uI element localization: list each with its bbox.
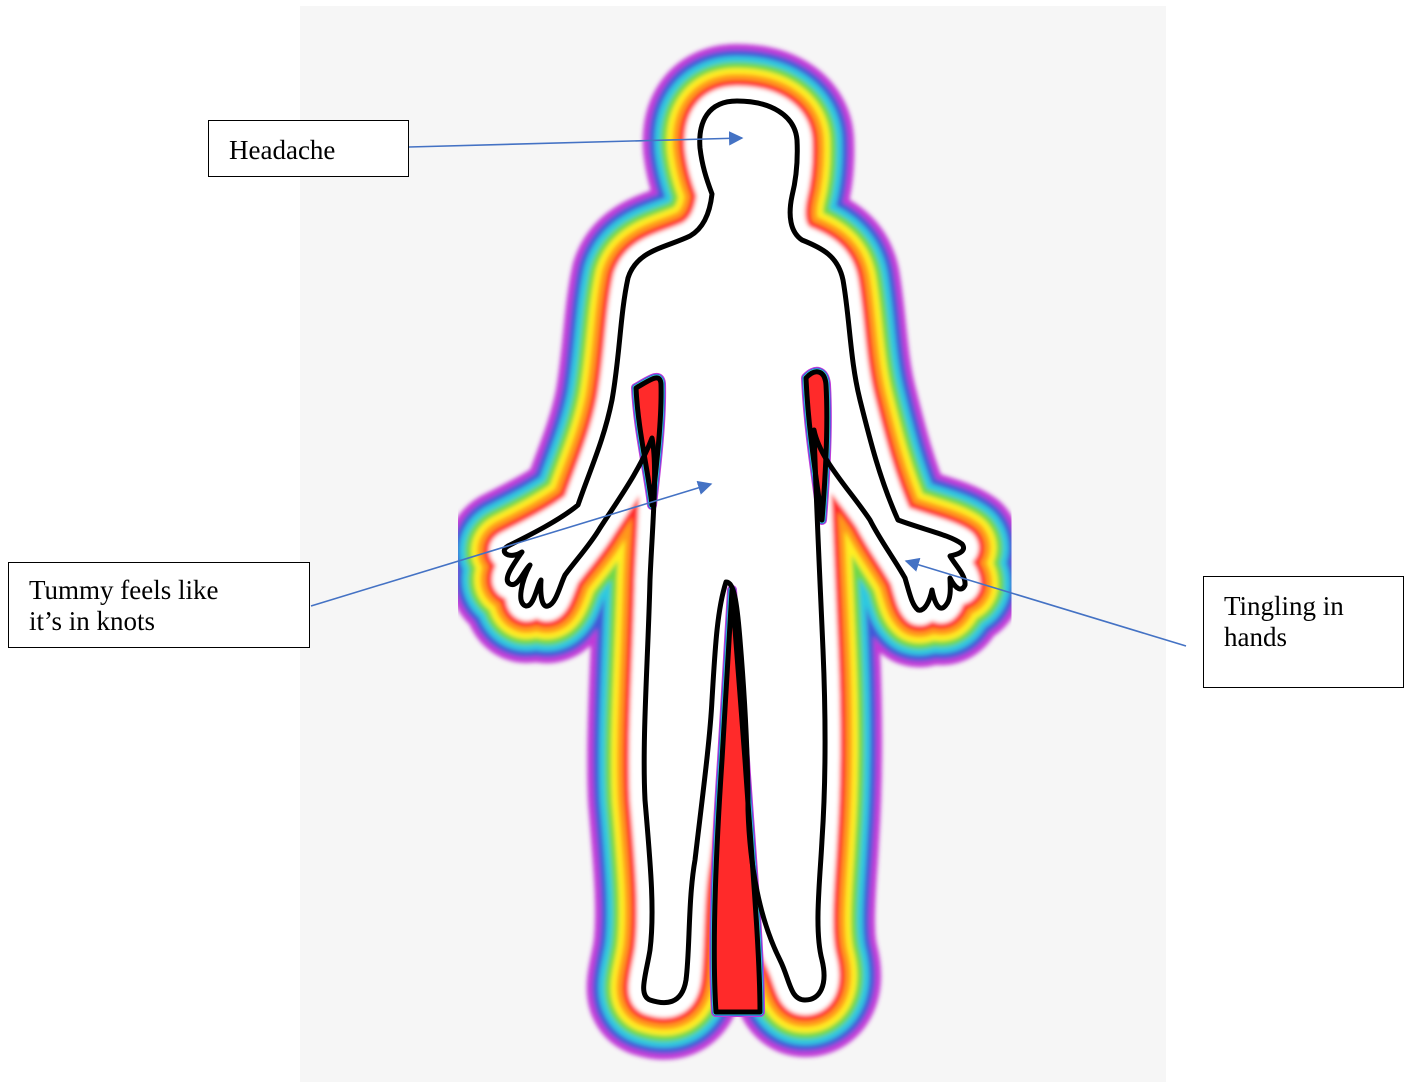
hands-label-line-1: Tingling in — [1224, 591, 1385, 622]
tummy-label-line-1: Tummy feels like — [29, 575, 291, 606]
tummy-label-line-2: it’s in knots — [29, 606, 291, 637]
hands-callout: Tingling in hands — [1203, 576, 1404, 688]
hands-label-line-2: hands — [1224, 622, 1385, 653]
tummy-callout: Tummy feels like it’s in knots — [8, 562, 310, 648]
headache-callout: Headache — [208, 120, 409, 177]
headache-label: Headache — [229, 135, 335, 165]
